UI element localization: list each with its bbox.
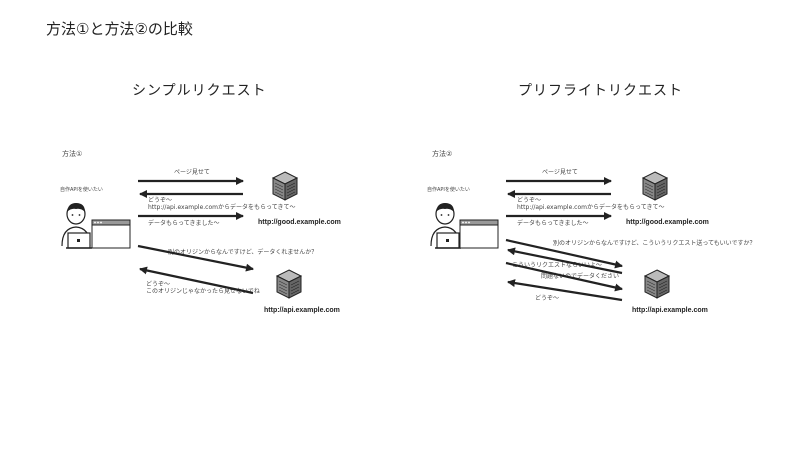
right-msg-preflight: 別のオリジンからなんですけど、こういうリクエスト送ってもいいですか？ — [553, 240, 756, 247]
right-arrow-actual-reply — [507, 279, 623, 302]
left-panel-title: シンプルリクエスト — [132, 83, 267, 99]
right-api-server-icon — [644, 269, 670, 299]
right-user-icon — [430, 202, 462, 249]
left-user-caption: 自作APIを使いたい — [60, 187, 103, 193]
left-msg-cross-origin: 別のオリジンからなんですけど、データくれませんか？ — [168, 249, 318, 256]
left-msg-page-request: ページ見せて — [174, 169, 210, 176]
right-msg-preflight-ok: こういうリクエストならいいよ～ — [512, 262, 602, 269]
right-api-host: http://api.example.com — [632, 307, 708, 314]
left-msg-api-reply-1: どうぞ～ — [146, 281, 171, 288]
left-api-host: http://api.example.com — [264, 307, 340, 314]
left-arrow-cross-origin — [137, 244, 254, 272]
right-browser-window-icon — [459, 219, 499, 249]
left-msg-data-received: データもらってきました～ — [148, 220, 220, 227]
right-panel-title: プリフライトリクエスト — [518, 83, 683, 99]
right-arrow-preflight-ok — [507, 247, 623, 275]
right-method-label: 方法② — [432, 150, 453, 158]
right-user-caption: 自作APIを使いたい — [427, 187, 470, 193]
left-arrow-api-reply — [139, 266, 254, 295]
right-msg-data-received: データもらってきました～ — [517, 220, 589, 227]
right-arrow-actual-request — [505, 261, 623, 292]
right-msg-page-reply-1: どうぞ～ — [517, 197, 542, 204]
right-good-server-icon — [642, 171, 668, 201]
slide-title: 方法①と方法②の比較 — [46, 20, 193, 38]
left-msg-page-reply-1: どうぞ～ — [148, 197, 173, 204]
left-good-server-icon — [272, 171, 298, 201]
left-msg-api-reply-2: このオリジンじゃなかったら見せないでね — [146, 288, 260, 295]
left-user-icon — [61, 202, 93, 249]
left-msg-page-reply-2: http://api.example.comからデータをもらってきて～ — [148, 204, 296, 211]
right-good-host: http://good.example.com — [626, 219, 709, 226]
right-msg-page-request: ページ見せて — [542, 169, 578, 176]
right-msg-page-reply-2: http://api.example.comからデータをもらってきて～ — [517, 204, 665, 211]
left-browser-window-icon — [91, 219, 131, 249]
right-arrow-preflight — [505, 238, 623, 269]
right-msg-actual-reply: どうぞ～ — [535, 295, 560, 302]
left-method-label: 方法① — [62, 150, 83, 158]
left-api-server-icon — [276, 269, 302, 299]
left-good-host: http://good.example.com — [258, 219, 341, 226]
right-msg-actual-request: 問題ないのでデータください — [541, 273, 620, 280]
